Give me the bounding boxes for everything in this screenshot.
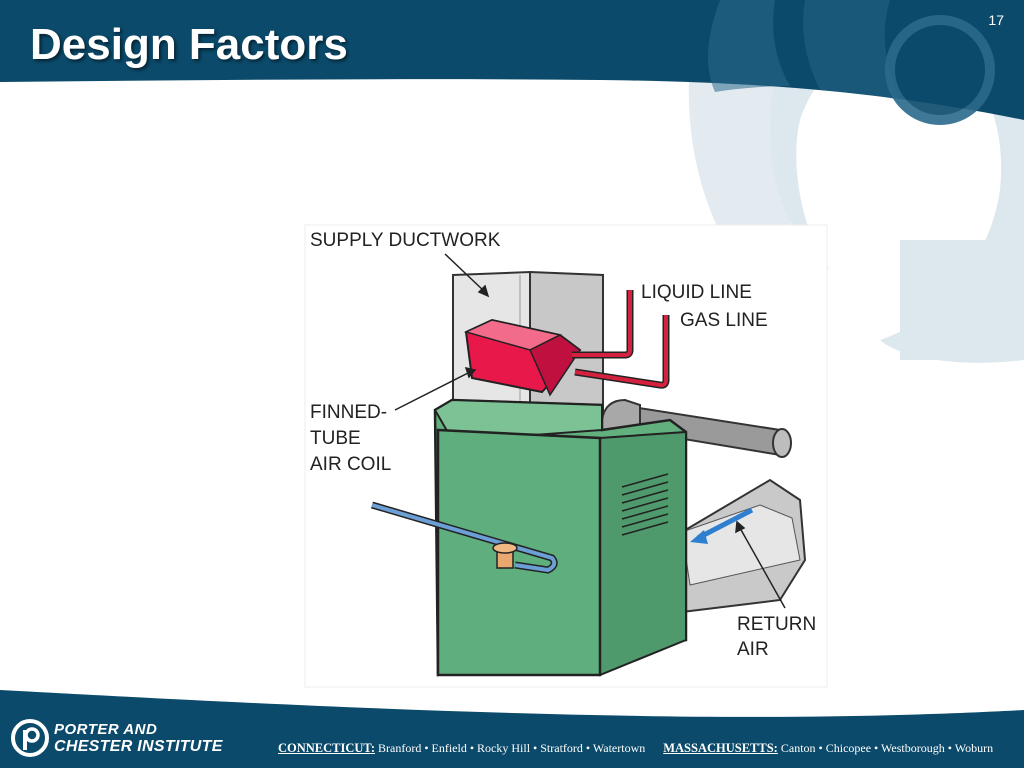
label-gas-line: GAS LINE: [680, 310, 768, 331]
finned-tube-coil: [463, 318, 582, 397]
ct-locations: Branford • Enfield • Rocky Hill • Stratf…: [378, 741, 646, 755]
label-finned-tube-line3: AIR COIL: [310, 454, 391, 475]
slide-title: Design Factors: [30, 20, 348, 69]
label-finned-tube-line2: TUBE: [310, 428, 361, 449]
furnace-body: [433, 398, 688, 677]
label-return-air-line1: RETURN: [737, 614, 816, 635]
ma-locations: Canton • Chicopee • Westborough • Woburn: [780, 741, 994, 755]
return-air-duct: [681, 478, 807, 614]
campus-locations: CONNECTICUT: Branford • Enfield • Rocky …: [278, 741, 993, 756]
brand-line2: CHESTER INSTITUTE: [54, 738, 223, 755]
brand-name: PORTER AND CHESTER INSTITUTE: [54, 721, 223, 755]
label-liquid-line: LIQUID LINE: [641, 282, 752, 303]
ct-label: CONNECTICUT:: [278, 741, 375, 755]
porter-chester-logo-icon: [11, 719, 49, 757]
label-return-air-line2: AIR: [737, 639, 769, 660]
brand-line1: PORTER AND: [54, 721, 158, 738]
ma-label: MASSACHUSETTS:: [663, 741, 778, 755]
refrigerant-lines: [572, 290, 670, 389]
page-number: 17: [988, 12, 1004, 28]
condensate-line: [371, 501, 558, 574]
label-supply-ductwork: SUPPLY DUCTWORK: [310, 230, 501, 251]
label-finned-tube-line1: FINNED-: [310, 402, 387, 423]
vent-louvers: [621, 473, 669, 536]
leader-lines: [394, 253, 786, 609]
